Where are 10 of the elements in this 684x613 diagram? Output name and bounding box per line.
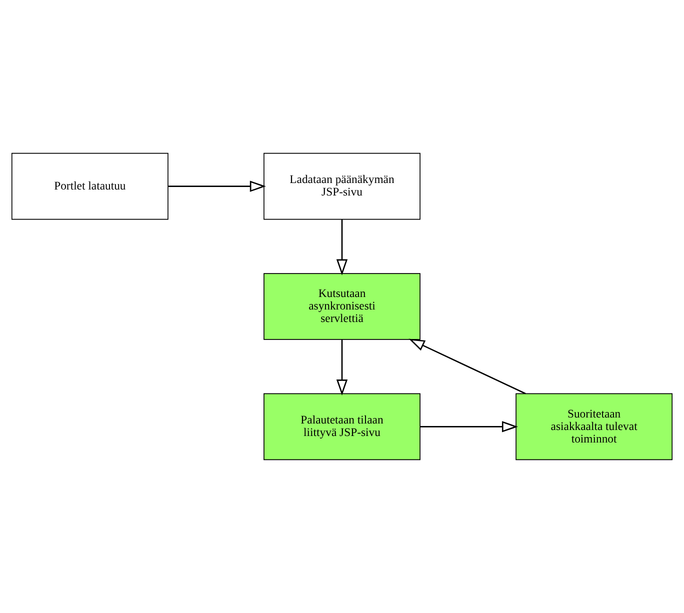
node-box: Palautetaan tilaan liittyvä JSP-sivu: [264, 393, 420, 460]
node-box: Suoritetaan asiakkaalta tulevat toiminnot: [516, 393, 673, 460]
node-box: Kutsutaan asynkronisesti servlettiä: [264, 273, 420, 340]
node-box: Portlet latautuu: [11, 152, 168, 220]
arrow: [336, 340, 348, 396]
arrow: [420, 421, 518, 432]
arrow: [408, 338, 526, 394]
arrow: [336, 220, 348, 276]
arrow: [168, 180, 266, 192]
node-box: Ladataan päänäkymän JSP-sivu: [264, 152, 420, 220]
